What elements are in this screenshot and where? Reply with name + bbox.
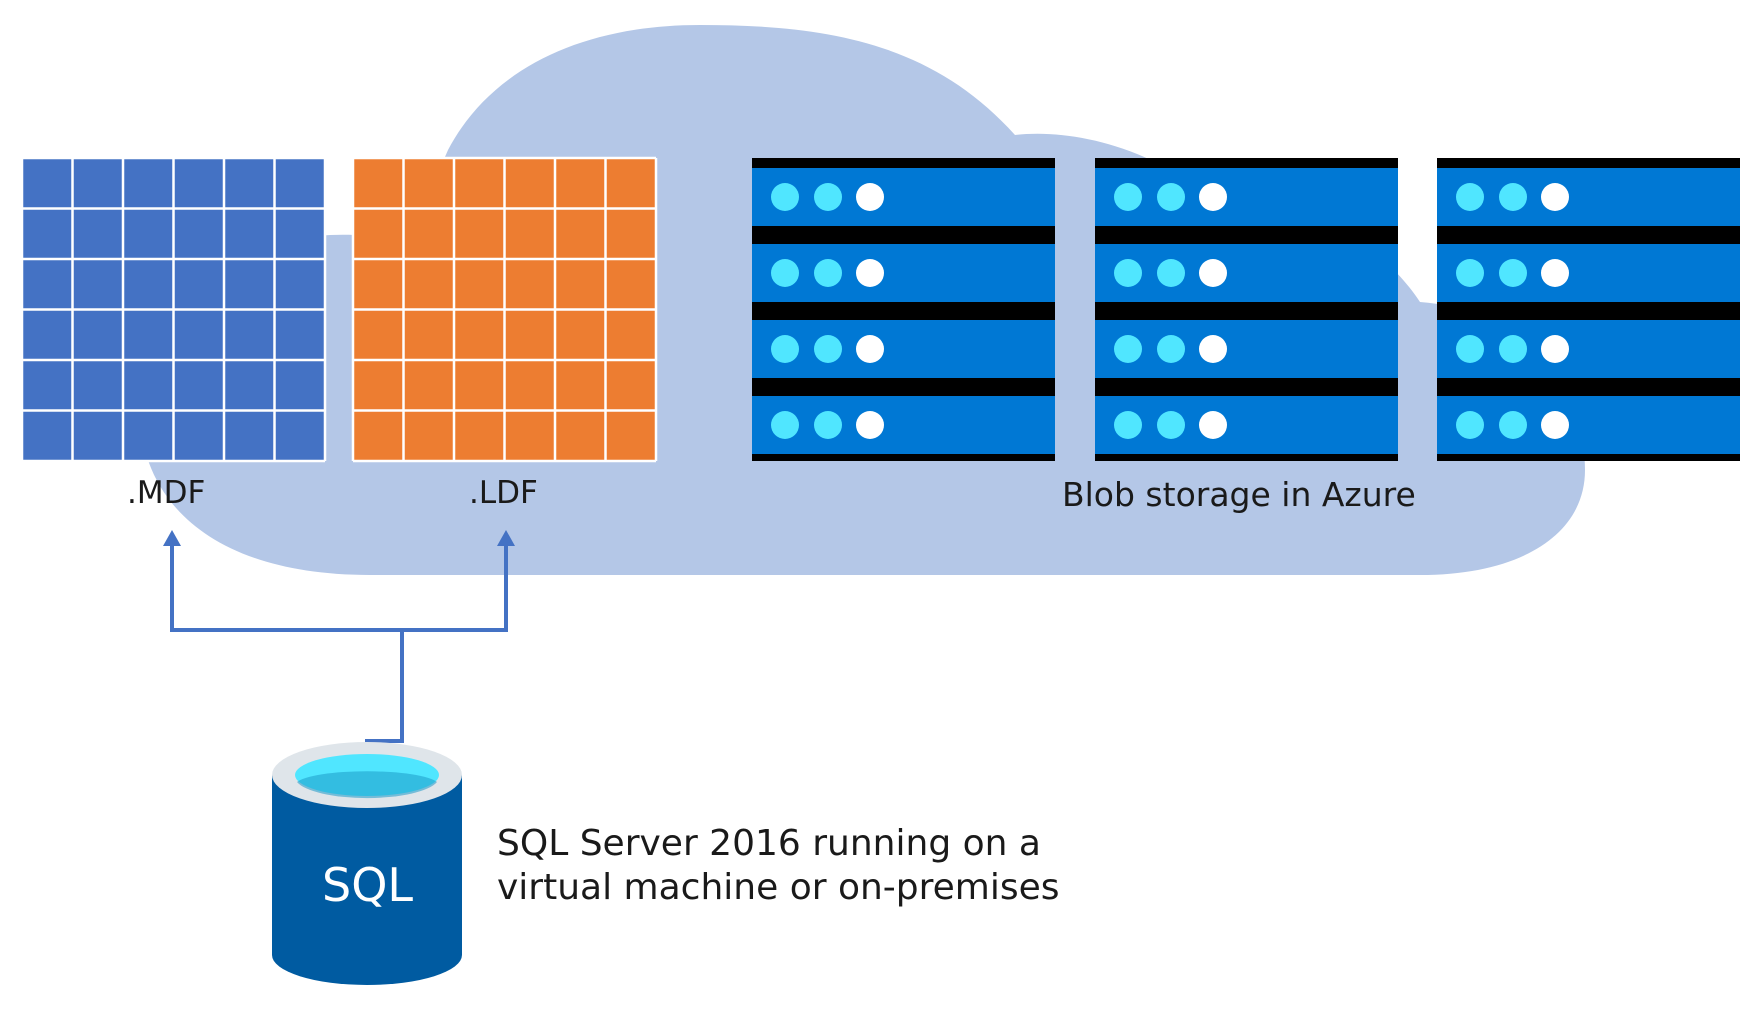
sql-server-description: SQL Server 2016 running on a virtual mac…	[497, 823, 1060, 908]
server-led	[1541, 259, 1569, 287]
ldf-label: .LDF	[469, 475, 538, 511]
server-led	[1114, 411, 1142, 439]
blob-storage-label: Blob storage in Azure	[1062, 475, 1416, 514]
server-led	[856, 335, 884, 363]
server-led	[1541, 183, 1569, 211]
blob-storage-servers	[752, 158, 1740, 461]
server-led	[771, 259, 799, 287]
server-unit	[1095, 396, 1398, 454]
server-unit	[1095, 320, 1398, 378]
server-led	[1157, 411, 1185, 439]
arrow-head-mdf	[163, 530, 181, 546]
server-unit	[752, 244, 1055, 302]
server-led	[771, 183, 799, 211]
server-led	[1114, 183, 1142, 211]
server-led	[771, 335, 799, 363]
server-led	[1199, 335, 1227, 363]
server-led	[1157, 335, 1185, 363]
server-unit	[1437, 396, 1740, 454]
server-led	[1541, 335, 1569, 363]
server-unit	[1437, 244, 1740, 302]
server-unit	[752, 320, 1055, 378]
ldf-file-icon	[351, 156, 658, 463]
server-led	[814, 411, 842, 439]
server-led	[771, 411, 799, 439]
sql-db-label: SQL	[322, 858, 414, 912]
server-rack	[752, 158, 1055, 461]
connector-line	[402, 545, 508, 632]
server-led	[1499, 335, 1527, 363]
server-led	[856, 411, 884, 439]
server-led	[1114, 335, 1142, 363]
server-led	[814, 335, 842, 363]
server-led	[1114, 259, 1142, 287]
server-led	[1456, 183, 1484, 211]
server-led	[1499, 411, 1527, 439]
server-led	[1456, 335, 1484, 363]
server-led	[1157, 259, 1185, 287]
server-led	[1456, 259, 1484, 287]
server-unit	[1437, 168, 1740, 226]
connector-lines	[163, 530, 515, 743]
server-unit	[1437, 320, 1740, 378]
server-led	[814, 259, 842, 287]
server-unit	[752, 168, 1055, 226]
server-rack	[1095, 158, 1398, 461]
server-unit	[1095, 244, 1398, 302]
mdf-file-icon	[20, 156, 327, 463]
server-led	[1499, 183, 1527, 211]
server-led	[1499, 259, 1527, 287]
sql-database-icon	[272, 742, 462, 985]
mdf-label: .MDF	[127, 475, 206, 511]
server-led	[1199, 183, 1227, 211]
server-led	[856, 183, 884, 211]
server-led	[1199, 411, 1227, 439]
server-led	[1199, 259, 1227, 287]
server-led	[1541, 411, 1569, 439]
server-led	[1456, 411, 1484, 439]
server-unit	[1095, 168, 1398, 226]
server-rack	[1437, 158, 1740, 461]
server-unit	[752, 396, 1055, 454]
server-led	[856, 259, 884, 287]
server-led	[814, 183, 842, 211]
arrow-head-ldf	[497, 530, 515, 546]
server-led	[1157, 183, 1185, 211]
